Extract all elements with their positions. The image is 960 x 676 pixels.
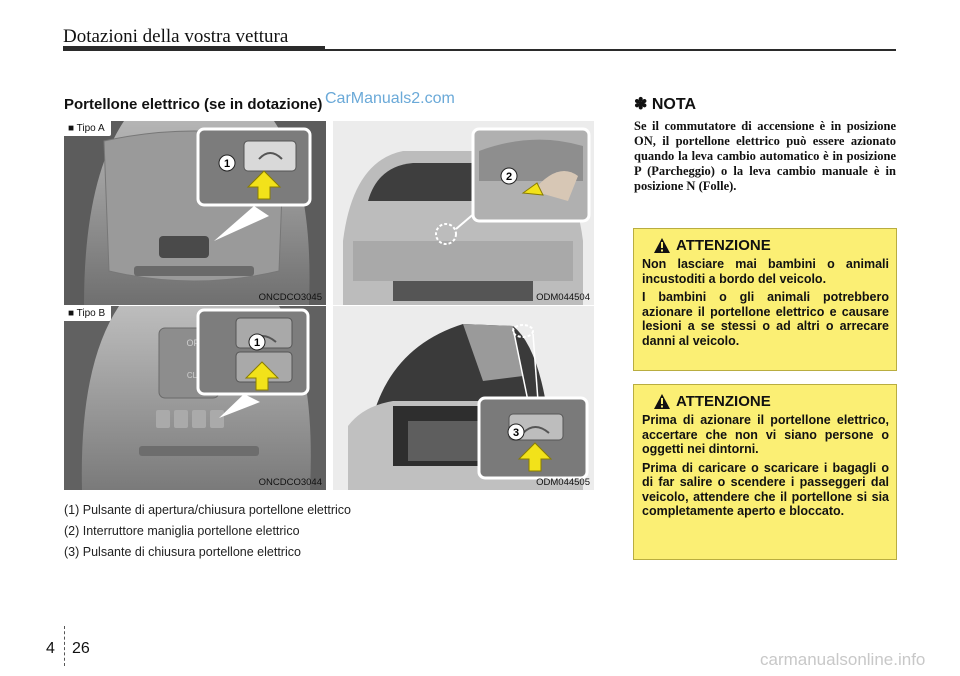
page-number: 26 xyxy=(72,640,90,657)
section-title: Portellone elettrico (se in dotazione) xyxy=(64,96,323,113)
caption-3: (3) Pulsante di chiusura portellone elet… xyxy=(64,545,301,559)
photo-rear-handle: 2 ODM044504 xyxy=(333,121,594,305)
console-b-illustration: OPEN CLOSE 1 xyxy=(64,306,326,490)
callout-1b: 1 xyxy=(254,337,260,349)
header-rule-thick xyxy=(63,46,325,51)
header-title: Dotazioni della vostra vettura xyxy=(63,26,289,47)
figure-code-2: ODM044504 xyxy=(536,292,590,303)
warning-box-1: ATTENZIONE Non lasciare mai bambini o an… xyxy=(633,228,897,371)
chapter-number: 4 xyxy=(46,640,55,657)
console-illustration: 1 xyxy=(64,121,326,305)
page-number-divider xyxy=(64,626,65,666)
warning-header-1: ATTENZIONE xyxy=(654,237,889,254)
nota-text: Se il commutatore di accensione è in pos… xyxy=(634,119,896,193)
tipo-b-text: Tipo B xyxy=(76,308,106,319)
warning-header-2: ATTENZIONE xyxy=(654,393,889,410)
figure-code-1: ONCDCO3045 xyxy=(258,292,322,303)
photo-open-tailgate: 3 ODM044505 xyxy=(333,306,594,490)
tipo-a-text: Tipo A xyxy=(76,123,105,134)
warning-1-paragraph-1: Non lasciare mai bambini o animali incus… xyxy=(642,257,889,286)
photo-tipo-b-console: OPEN CLOSE 1 ■ Tipo B ONCDCO3044 xyxy=(64,306,326,490)
callout-2: 2 xyxy=(506,171,512,183)
warning-box-2: ATTENZIONE Prima di azionare il portello… xyxy=(633,384,897,560)
callout-3: 3 xyxy=(513,427,519,439)
warning-title-2: ATTENZIONE xyxy=(676,393,771,410)
warning-title-1: ATTENZIONE xyxy=(676,237,771,254)
tipo-a-label: ■ Tipo A xyxy=(64,121,111,136)
warning-triangle-icon xyxy=(654,238,670,253)
figure-code-3: ONCDCO3044 xyxy=(258,477,322,488)
nota-title: ✽ NOTA xyxy=(634,96,696,113)
figure-code-4: ODM044505 xyxy=(536,477,590,488)
header-rule-thin xyxy=(325,49,896,51)
warning-2-paragraph-2: Prima di caricare o scaricare i bagagli … xyxy=(642,460,889,519)
footer-watermark: carmanualsonline.info xyxy=(760,650,926,669)
warning-triangle-icon xyxy=(654,394,670,409)
callout-1a: 1 xyxy=(224,158,230,170)
caption-2: (2) Interruttore maniglia portellone ele… xyxy=(64,524,300,538)
warning-1-paragraph-2: I bambini o gli animali potrebbero azion… xyxy=(642,290,889,348)
caption-1: (1) Pulsante di apertura/chiusura portel… xyxy=(64,503,351,517)
warning-2-paragraph-1: Prima di azionare il portellone elettric… xyxy=(642,413,889,456)
photo-tipo-a-console: 1 ■ Tipo A ONCDCO3045 xyxy=(64,121,326,305)
open-tailgate-illustration: 3 xyxy=(333,306,594,490)
tipo-b-label: ■ Tipo B xyxy=(64,306,112,321)
rear-car-illustration: 2 xyxy=(333,121,594,305)
watermark-text: CarManuals2.com xyxy=(325,90,455,107)
